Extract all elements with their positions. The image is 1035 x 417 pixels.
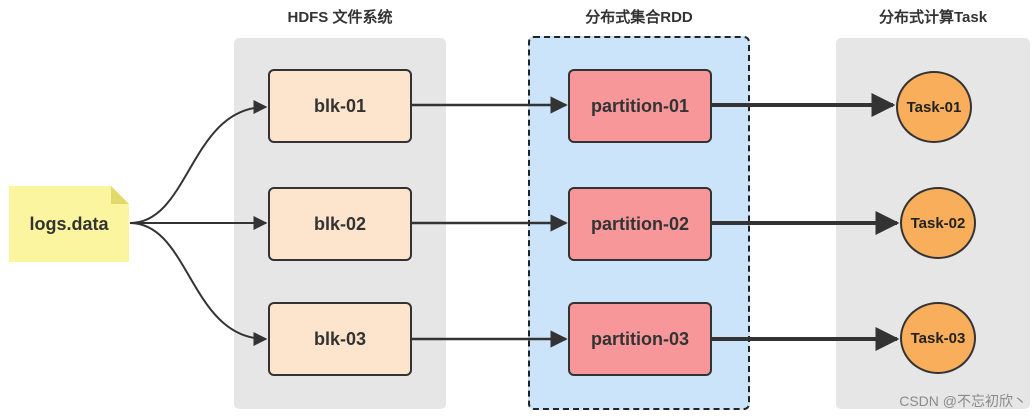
task-node: Task-01 [896, 71, 972, 143]
partition-label: partition-03 [590, 328, 689, 349]
note-fold-shade [111, 186, 129, 204]
partition-label: partition-01 [590, 95, 689, 116]
block-node: blk-02 [268, 187, 412, 261]
block-label: blk-02 [313, 213, 367, 234]
source-file-note: logs.data [9, 186, 129, 262]
link-source-blk-03 [129, 222, 268, 346]
block-label: blk-01 [313, 95, 367, 116]
block-node: blk-03 [268, 302, 412, 376]
block-label: blk-03 [313, 328, 367, 349]
rdd-column-title: 分布式集合RDD [585, 9, 693, 26]
partition-node: partition-03 [568, 302, 712, 376]
hdfs-column-title: HDFS 文件系统 [287, 9, 393, 26]
block-node: blk-01 [268, 69, 412, 143]
link-source-blk-01 [129, 100, 268, 224]
task-column-title: 分布式计算Task [878, 9, 988, 26]
task-label: Task-01 [906, 98, 962, 116]
partition-node: partition-01 [568, 69, 712, 143]
source-file-label: logs.data [29, 213, 109, 234]
task-node: Task-02 [900, 187, 976, 259]
watermark: CSDN @不忘初欣丶 [899, 393, 1027, 409]
task-node: Task-03 [900, 302, 976, 374]
partition-node: partition-02 [568, 187, 712, 261]
task-label: Task-03 [910, 329, 966, 347]
task-label: Task-02 [910, 214, 966, 232]
partition-label: partition-02 [590, 213, 689, 234]
